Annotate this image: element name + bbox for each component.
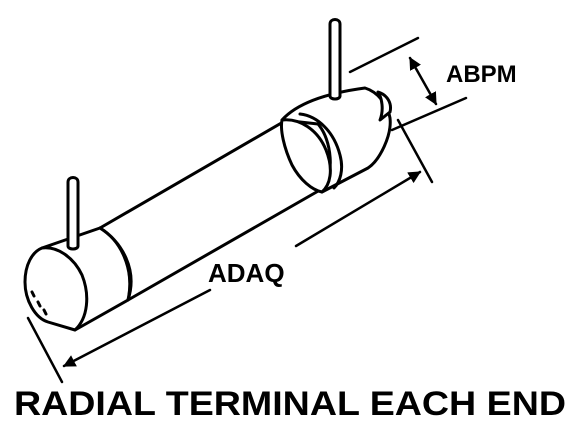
- length-extension-right: [396, 118, 434, 184]
- length-label: ADAQ: [208, 258, 285, 288]
- left-terminal-pin: [66, 176, 80, 251]
- fuse-body: [98, 116, 322, 302]
- length-extension-left: [26, 316, 64, 384]
- left-cap-inner-ring: [98, 226, 133, 302]
- right-end-cap: [280, 86, 392, 194]
- diameter-extension-top: [348, 36, 420, 74]
- left-end-cap: [23, 226, 133, 332]
- left-cap-dash-2: [36, 300, 42, 308]
- left-cap-face: [23, 246, 89, 332]
- left-cap-dash-1: [30, 290, 36, 298]
- left-cap-dash-3: [42, 308, 48, 316]
- length-arrow-left: [62, 288, 212, 368]
- diameter-dimension: [348, 36, 468, 132]
- tube-bottom-edge: [126, 188, 322, 302]
- right-cap-nose: [376, 90, 392, 122]
- length-arrow-right: [294, 170, 422, 248]
- right-cap-ring-inner: [298, 112, 344, 190]
- right-cap-ring-outer: [280, 118, 332, 194]
- diagram-caption: RADIAL TERMINAL EACH END: [14, 385, 566, 423]
- tube-top-edge: [98, 116, 292, 230]
- length-dimension: [26, 118, 434, 384]
- diameter-arrow: [408, 56, 438, 106]
- diameter-extension-bottom: [390, 96, 468, 132]
- diameter-label: ABPM: [446, 61, 517, 88]
- right-terminal-pin: [328, 18, 342, 101]
